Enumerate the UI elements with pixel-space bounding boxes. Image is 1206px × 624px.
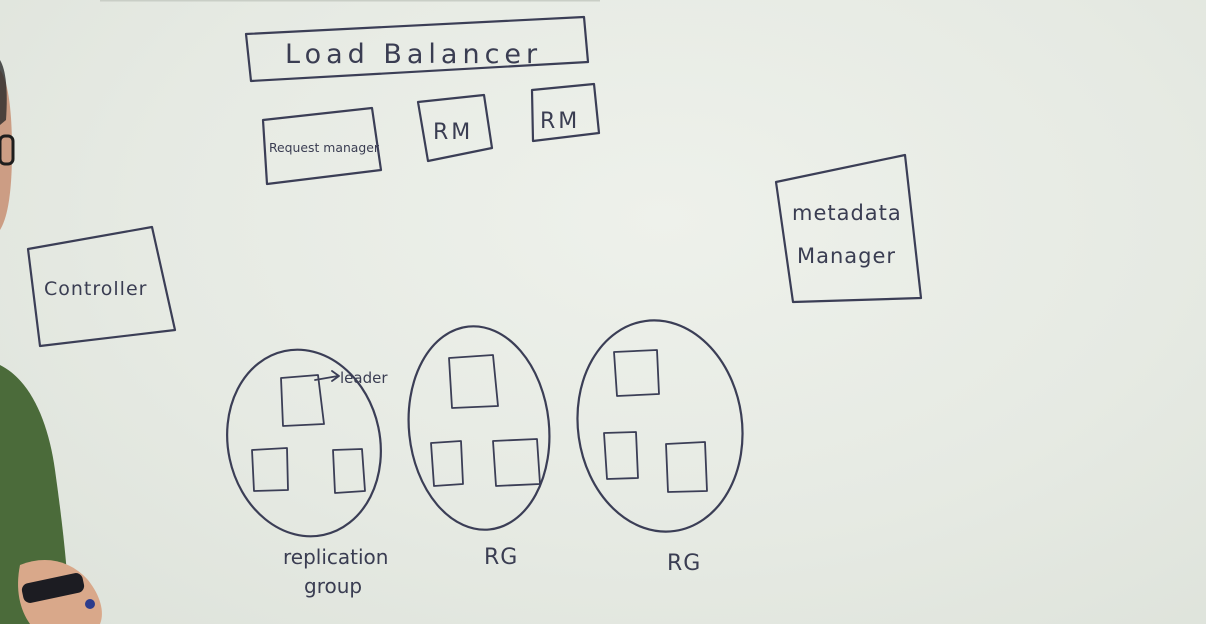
replication-group-1: leader replication group bbox=[226, 348, 388, 598]
replication-group-2: RG bbox=[407, 325, 551, 570]
replication-group-3: RG bbox=[576, 319, 744, 576]
group-label-1-line1: replication bbox=[283, 545, 388, 569]
group-label-2: RG bbox=[484, 545, 518, 570]
load-balancer-box: Load Balancer bbox=[244, 15, 590, 83]
node bbox=[430, 440, 464, 487]
node bbox=[492, 438, 541, 487]
metadata-manager-box: metadata Manager bbox=[774, 153, 923, 304]
metadata-manager-label-line2: Manager bbox=[797, 244, 896, 268]
node bbox=[332, 448, 366, 494]
request-manager-box: Request manager bbox=[261, 106, 383, 186]
node bbox=[251, 447, 289, 492]
presenter bbox=[0, 60, 102, 624]
leader-label: leader bbox=[340, 369, 388, 387]
controller-label: Controller bbox=[44, 278, 147, 300]
group-label-1-line2: group bbox=[304, 574, 362, 598]
node bbox=[448, 354, 499, 409]
node bbox=[603, 431, 639, 480]
controller-box: Controller bbox=[26, 225, 177, 348]
node bbox=[613, 349, 660, 397]
load-balancer-label: Load Balancer bbox=[285, 39, 542, 70]
request-manager-label: Request manager bbox=[269, 140, 380, 155]
rm-label-1: RM bbox=[433, 120, 473, 145]
rm-label-2: RM bbox=[540, 109, 580, 134]
metadata-manager-label-line1: metadata bbox=[792, 201, 902, 225]
rm-box-2: RM bbox=[530, 82, 601, 143]
group-label-3: RG bbox=[667, 551, 701, 576]
leader-arrow bbox=[314, 370, 340, 382]
leader-node bbox=[280, 374, 325, 427]
node bbox=[665, 441, 708, 493]
rm-box-1: RM bbox=[416, 93, 494, 163]
